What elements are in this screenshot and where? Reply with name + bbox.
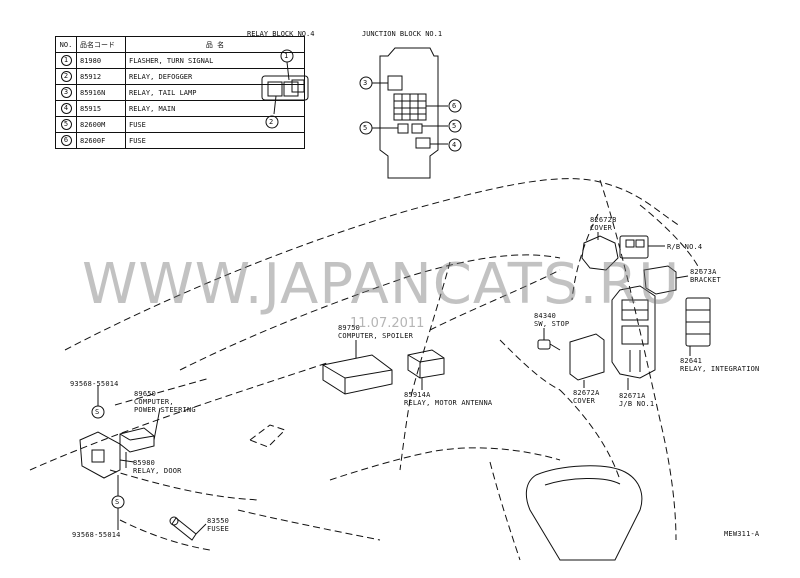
callout-5-left: 5: [363, 124, 368, 132]
leader-lines: [125, 232, 691, 535]
label-93568-lower: 93568-55014: [72, 531, 121, 539]
drawing-id: MEW311-A: [724, 530, 760, 538]
junction-block-drawing: [359, 47, 462, 179]
label-82672b: 82672B COVER: [590, 216, 617, 232]
callout-3: 3: [363, 79, 368, 87]
watermark-date: 11.07.2011: [350, 316, 425, 331]
label-85980: 85980 RELAY, DOOR: [133, 459, 182, 475]
cover-82672b-drawing: [581, 235, 619, 271]
row-number: 3: [60, 87, 72, 98]
label-89650: 89650 COMPUTER, POWER STEERING: [134, 390, 196, 414]
label-82641: 82641 RELAY, INTEGRATION: [680, 357, 760, 373]
label-82671a: 82671A J/B NO.1: [619, 392, 655, 408]
dashboard-outline: [29, 178, 701, 561]
table-row[interactable]: 6 82600F FUSE: [55, 132, 305, 149]
s-mark-lower-label: S: [115, 498, 120, 506]
bracket-82673a-drawing: [643, 265, 677, 295]
row-number: 5: [60, 119, 72, 130]
table-row[interactable]: 1 81980 FLASHER, TURN SIGNAL: [55, 52, 305, 69]
relay-integration-drawing: [685, 297, 711, 347]
label-82672a: 82672A COVER: [573, 389, 600, 405]
parts-table: NO. 品名コード 品 名 1 81980 FLASHER, TURN SIGN…: [55, 36, 305, 149]
s-mark-upper-label: S: [95, 408, 100, 416]
relay-block-drawing: [261, 49, 309, 129]
relay-motor-antenna-drawing: [407, 349, 445, 379]
row-number: 4: [60, 103, 72, 114]
computer-spoiler-drawing: [322, 354, 393, 395]
relay-block-title: RELAY BLOCK NO.4: [247, 30, 315, 38]
fusee-drawing: [169, 516, 197, 541]
label-83550: 83550 FUSEE: [207, 517, 230, 533]
part-name: FUSE: [125, 132, 305, 149]
center-console: [525, 465, 643, 561]
callout-6: 6: [452, 102, 457, 110]
label-93568-upper: 93568-55014: [70, 380, 119, 388]
cover-82672a-drawing: [569, 333, 605, 381]
stop-switch-drawing: [537, 328, 561, 351]
row-number: 1: [60, 55, 72, 66]
callout-2: 2: [269, 118, 274, 126]
row-number: 6: [60, 135, 72, 146]
label-82673a: 82673A BRACKET: [690, 268, 721, 284]
part-code: 82600F: [76, 132, 126, 149]
callout-1: 1: [284, 52, 289, 60]
table-row[interactable]: 3 85916N RELAY, TAIL LAMP: [55, 84, 305, 101]
row-number: 2: [60, 71, 72, 82]
watermark: WWW.JAPANCATS.RU: [82, 252, 681, 317]
junction-block-title: JUNCTION BLOCK NO.1: [362, 30, 443, 38]
callout-5-right: 5: [452, 122, 457, 130]
label-84340: 84340 SW, STOP: [534, 312, 570, 328]
label-85914a: 85914A RELAY, MOTOR ANTENNA: [404, 391, 493, 407]
junction-block-1-drawing: [611, 285, 656, 379]
label-89750: 89750 COMPUTER, SPOILER: [338, 324, 414, 340]
relay-door-drawing: [79, 431, 135, 479]
label-rb4: R/B NO.4: [667, 243, 703, 251]
callout-4: 4: [452, 141, 457, 149]
table-header-row: NO. 品名コード 品 名: [55, 36, 305, 53]
